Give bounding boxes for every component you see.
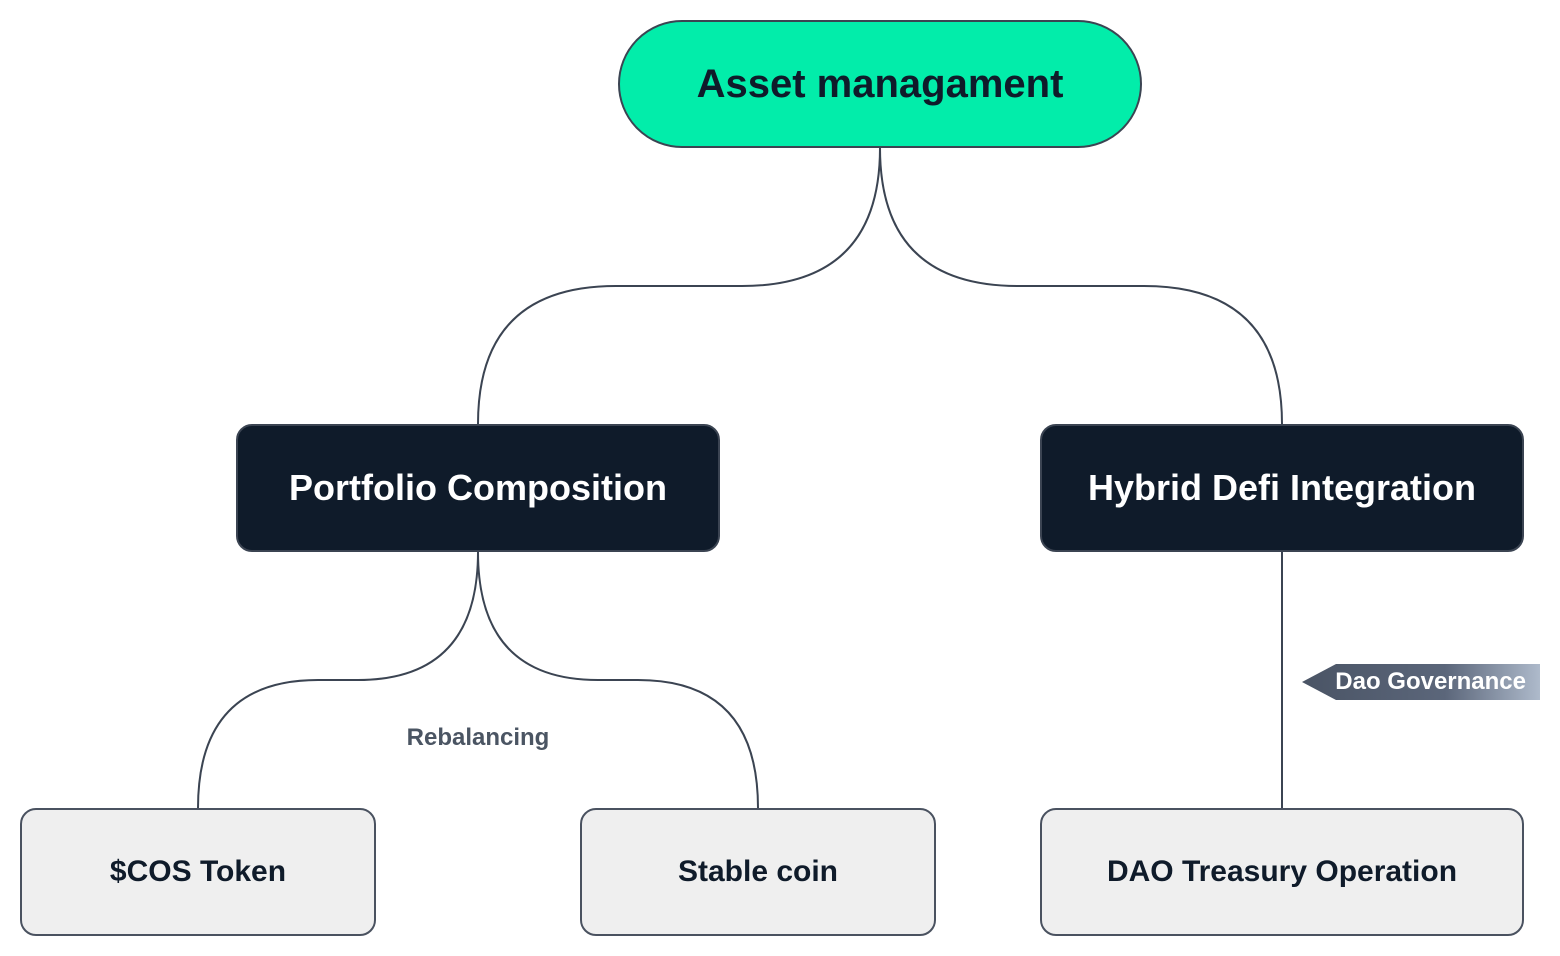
cos-token-label: $COS Token [109,855,287,888]
root-node-label: Asset managament [696,61,1064,106]
connector-root-to-portfolio [477,147,881,425]
connector-root-to-hybrid [879,147,1283,425]
dao-governance-tag: Dao Governance [1302,664,1540,700]
hybrid-defi-integration-label: Hybrid Defi Integration [1087,467,1477,508]
dao-treasury-operation-label: DAO Treasury Operation [1106,855,1458,888]
portfolio-composition-node[interactable]: Portfolio Composition [236,424,720,552]
hybrid-defi-integration-node[interactable]: Hybrid Defi Integration [1040,424,1524,552]
stable-coin-label: Stable coin [677,855,839,888]
rebalancing-edge-label: Rebalancing [406,724,550,751]
root-node[interactable]: Asset managament [618,20,1142,148]
dao-treasury-operation-node[interactable]: DAO Treasury Operation [1040,808,1524,936]
dao-governance-tag-label: Dao Governance [1335,668,1526,695]
connector-portfolio-to-cos [197,551,479,809]
cos-token-node[interactable]: $COS Token [20,808,376,936]
connector-portfolio-to-stable [477,551,759,809]
portfolio-composition-label: Portfolio Composition [289,467,667,508]
stable-coin-node[interactable]: Stable coin [580,808,936,936]
